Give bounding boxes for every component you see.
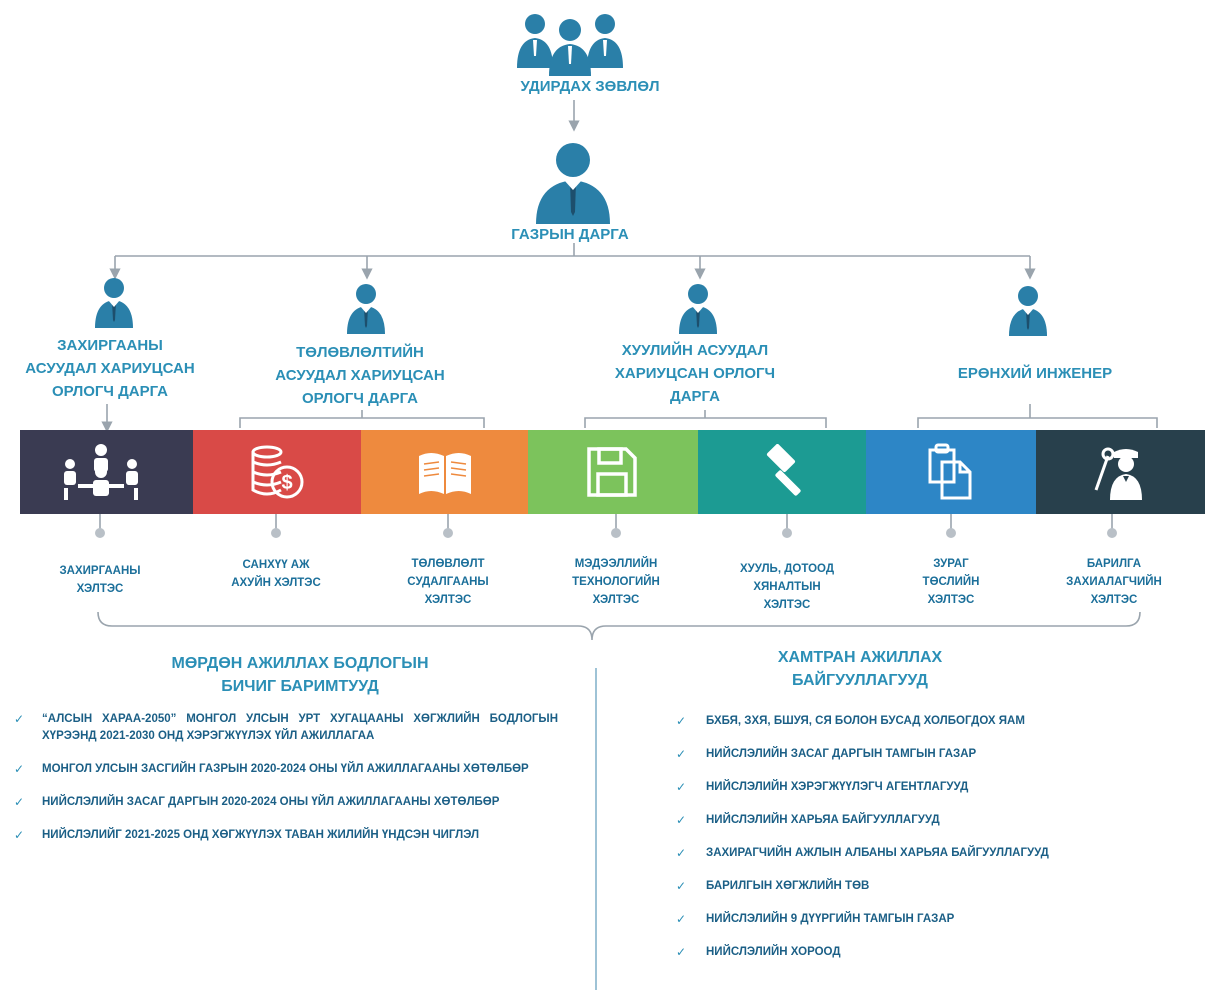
book-icon <box>419 453 471 494</box>
check-icon: ✓ <box>676 813 687 827</box>
check-icon: ✓ <box>676 879 687 893</box>
check-icon: ✓ <box>676 945 687 959</box>
check-icon: ✓ <box>676 846 687 860</box>
partner-item: ✓НИЙСЛЭЛИЙН ЗАСАГ ДАРГЫН ТАМГЫН ГАЗАР <box>676 747 977 761</box>
partner-item: ✓НИЙСЛЭЛИЙН ХАРЬЯА БАЙГУУЛЛАГУУД <box>676 813 940 827</box>
partner-item: ✓БХБЯ, ЗХЯ, БШУЯ, СЯ БОЛОН БУСАД ХОЛБОГД… <box>676 714 1025 728</box>
check-icon: ✓ <box>676 780 687 794</box>
unit-dot-7 <box>1107 528 1117 538</box>
policy-item: ✓НИЙСЛЭЛИЙН ЗАСАГ ДАРГЫН 2020-2024 ОНЫ Ү… <box>14 795 500 809</box>
unit-dot-1 <box>95 528 105 538</box>
bottom-brace <box>97 611 1141 641</box>
bracket-dep-2 <box>239 410 485 428</box>
unit-tile-5 <box>698 430 866 514</box>
unit-tile-3 <box>361 430 528 514</box>
director-icon <box>536 143 610 224</box>
person-icon-dep-2 <box>347 284 385 334</box>
person-icon-dep-1 <box>95 278 133 328</box>
policy-list: ✓“АЛСЫН ХАРАА-2050” МОНГОЛ УЛСЫН УРТ ХУГ… <box>14 711 558 860</box>
dep-4-title: ЕРӨНХИЙ ИНЖЕНЕР <box>957 365 1113 382</box>
check-icon: ✓ <box>676 714 687 728</box>
coins-dollar-icon: $ <box>251 445 304 499</box>
unit-dot-6 <box>946 528 956 538</box>
board-group-icon <box>517 14 623 76</box>
policy-item: ✓МОНГОЛ УЛСЫН ЗАСГИЙН ГАЗРЫН 2020-2024 О… <box>14 762 529 776</box>
policy-item: ✓НИЙСЛЭЛИЙГ 2021-2025 ОНД ХӨГЖҮҮЛЭХ ТАВА… <box>14 828 480 842</box>
partner-item: ✓БАРИЛГЫН ХӨГЖЛИЙН ТӨВ <box>676 879 870 893</box>
partner-item: ✓НИЙСЛЭЛИЙН 9 ДҮҮРГИЙН ТАМГЫН ГАЗАР <box>676 912 955 926</box>
bracket-dep-4 <box>917 404 1158 428</box>
bracket-dep-3 <box>584 410 827 428</box>
unit-dot-3 <box>443 528 453 538</box>
check-icon: ✓ <box>14 828 25 842</box>
unit-tile-4 <box>528 430 698 514</box>
floppy-disk-icon <box>587 447 637 497</box>
director-label: ГАЗРЫН ДАРГА <box>511 226 629 243</box>
check-icon: ✓ <box>14 795 25 809</box>
person-icon-dep-3 <box>679 284 717 334</box>
gavel-icon <box>766 444 801 496</box>
check-icon: ✓ <box>14 712 25 726</box>
partner-item: ✓НИЙСЛЭЛИЙН ХОРООД <box>676 945 841 959</box>
partner-item: ✓ЗАХИРАГЧИЙН АЖЛЫН АЛБАНЫ ХАРЬЯА БАЙГУУЛ… <box>676 846 1049 860</box>
unit-tile-2: $ <box>193 430 361 514</box>
unit-dot-5 <box>782 528 792 538</box>
unit-tile-1 <box>20 430 193 514</box>
check-icon: ✓ <box>676 747 687 761</box>
unit-tile-7 <box>1036 430 1205 514</box>
unit-dot-2 <box>271 528 281 538</box>
svg-text:$: $ <box>281 472 292 494</box>
policy-item: ✓“АЛСЫН ХАРАА-2050” МОНГОЛ УЛСЫН УРТ ХУГ… <box>14 712 558 742</box>
person-icon-dep-4 <box>1009 286 1047 336</box>
partner-item: ✓НИЙСЛЭЛИЙН ХЭРЭГЖҮҮЛЭГЧ АГЕНТЛАГУУД <box>676 780 969 794</box>
board-label: УДИРДАХ ЗӨВЛӨЛ <box>520 78 660 95</box>
unit-tile-6 <box>866 430 1036 514</box>
check-icon: ✓ <box>676 912 687 926</box>
documents-icon <box>928 443 972 500</box>
engineer-icon <box>1094 447 1142 500</box>
check-icon: ✓ <box>14 762 25 776</box>
meeting-icon <box>64 444 138 500</box>
unit-dot-4 <box>611 528 621 538</box>
partners-list: ✓БХБЯ, ЗХЯ, БШУЯ, СЯ БОЛОН БУСАД ХОЛБОГД… <box>676 713 1196 977</box>
